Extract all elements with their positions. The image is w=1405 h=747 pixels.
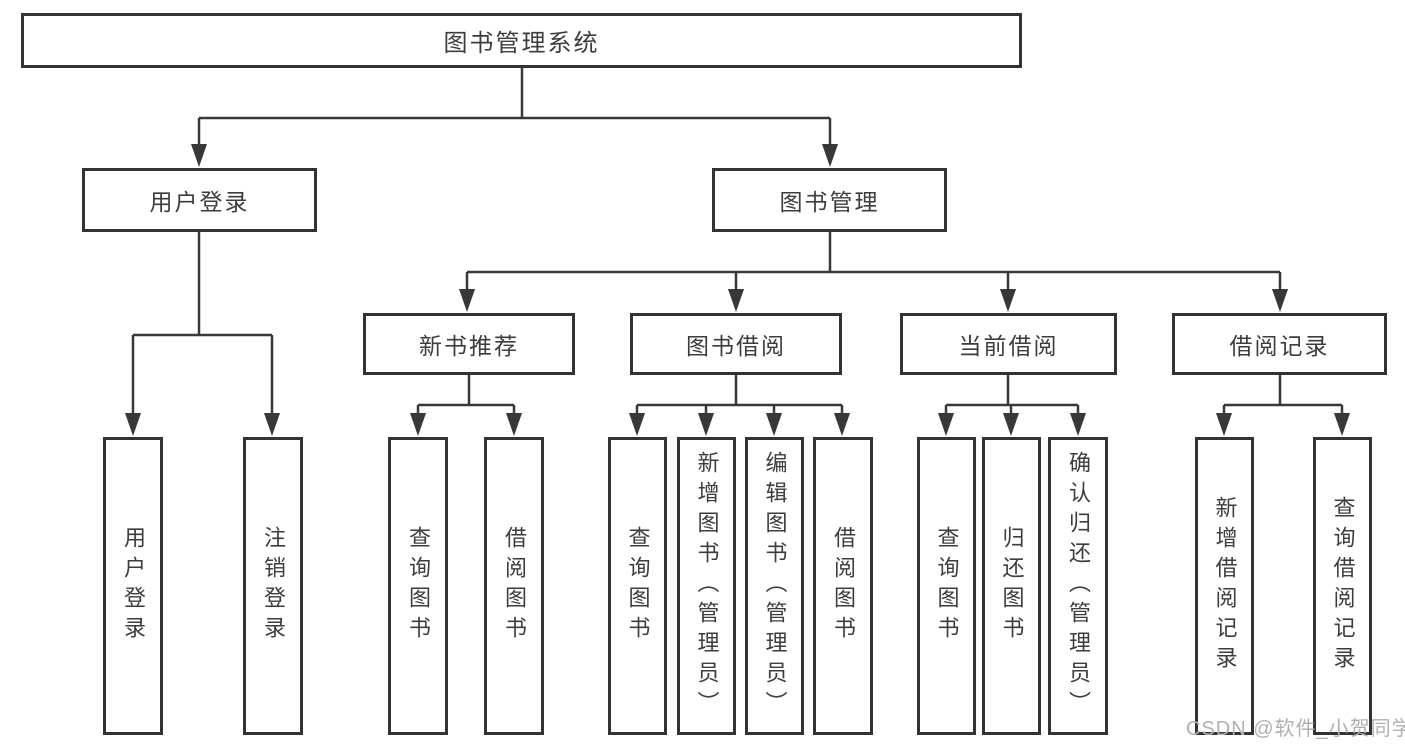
leaf-current-query-books: 查询图书 — [917, 437, 976, 735]
leaf-current-confirm-return: 确认归还（管理员） — [1048, 437, 1108, 735]
leaf-logout-label: 注销登录 — [261, 526, 286, 646]
leaf-newbook-query-books-label: 查询图书 — [406, 526, 431, 646]
leaf-newbook-borrow-books-label: 借阅图书 — [502, 526, 527, 646]
node-book-management-label: 图书管理 — [779, 189, 880, 215]
leaf-borrow-add-books-label: 新增图书（管理员） — [694, 451, 720, 721]
leaf-newbook-query-books: 查询图书 — [388, 437, 448, 735]
leaf-borrow-borrow-books-label: 借阅图书 — [831, 526, 856, 646]
node-borrow-records-label: 借阅记录 — [1229, 333, 1330, 359]
node-new-book-recommend-label: 新书推荐 — [419, 333, 519, 359]
leaf-records-query-record: 查询借阅记录 — [1313, 437, 1372, 735]
leaf-current-query-books-label: 查询图书 — [934, 526, 960, 646]
node-new-book-recommend: 新书推荐 — [363, 313, 575, 375]
leaf-borrow-add-books: 新增图书（管理员） — [677, 437, 736, 735]
leaf-records-add-record: 新增借阅记录 — [1195, 437, 1254, 735]
node-borrow-records: 借阅记录 — [1172, 313, 1387, 375]
node-current-borrow: 当前借阅 — [900, 313, 1117, 375]
node-book-borrow: 图书借阅 — [630, 313, 842, 375]
csdn-watermark: CSDN @软件_小贺同学 — [1186, 718, 1405, 740]
leaf-user-login-label: 用户登录 — [121, 526, 146, 646]
leaf-borrow-edit-books-label: 编辑图书（管理员） — [762, 451, 788, 721]
leaf-borrow-query-books-label: 查询图书 — [625, 526, 651, 646]
leaf-current-return-books: 归还图书 — [982, 437, 1041, 735]
leaf-borrow-edit-books: 编辑图书（管理员） — [745, 437, 804, 735]
leaf-records-query-record-label: 查询借阅记录 — [1330, 496, 1356, 676]
node-book-management: 图书管理 — [712, 168, 947, 232]
leaf-borrow-borrow-books: 借阅图书 — [813, 437, 873, 735]
node-current-borrow-label: 当前借阅 — [958, 333, 1059, 359]
node-root-label: 图书管理系统 — [443, 30, 600, 57]
leaf-current-return-books-label: 归还图书 — [999, 526, 1025, 646]
node-user-login-label: 用户登录 — [149, 189, 250, 215]
node-book-borrow-label: 图书借阅 — [686, 333, 786, 359]
leaf-records-add-record-label: 新增借阅记录 — [1212, 496, 1238, 676]
node-user-login: 用户登录 — [82, 168, 317, 232]
leaf-logout: 注销登录 — [243, 437, 303, 735]
leaf-user-login: 用户登录 — [103, 437, 163, 735]
node-root: 图书管理系统 — [21, 13, 1022, 68]
leaf-current-confirm-return-label: 确认归还（管理员） — [1066, 451, 1091, 721]
leaf-newbook-borrow-books: 借阅图书 — [484, 437, 544, 735]
leaf-borrow-query-books: 查询图书 — [608, 437, 667, 735]
